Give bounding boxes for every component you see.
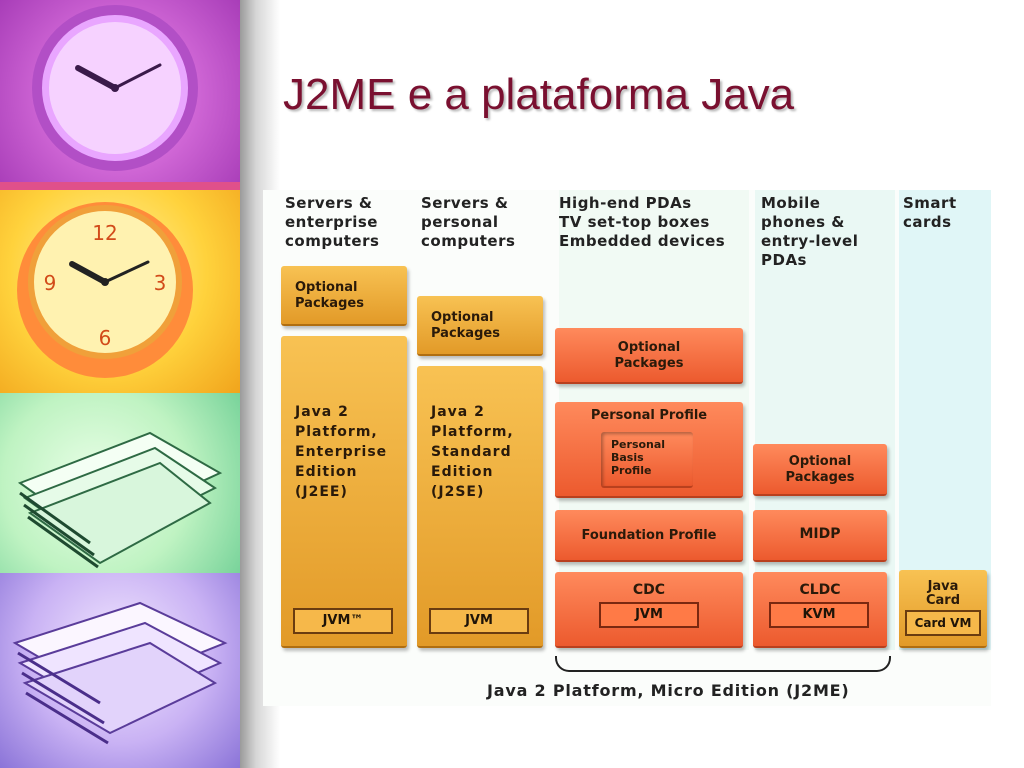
java-card-block: Java Card Card VM — [899, 570, 987, 648]
optional-packages-label: Optional Packages — [431, 310, 500, 341]
kvm-box: KVM — [769, 602, 869, 628]
papers-image-green — [0, 393, 240, 573]
j2me-brace — [555, 656, 891, 672]
jvm-box: JVM — [599, 602, 699, 628]
java-platform-diagram: Servers & enterprise computers Servers &… — [263, 190, 991, 706]
decorative-image-strip: 12 3 6 9 — [0, 0, 240, 768]
card-vm-box: Card VM — [905, 610, 981, 636]
personal-basis-profile-block: Personal Basis Profile — [601, 432, 693, 488]
header-high-end-pdas: High-end PDAs TV set-top boxes Embedded … — [559, 194, 726, 250]
optional-packages-cdc: Optional Packages — [555, 328, 743, 384]
j2se-block: Java 2 Platform, Standard Edition (J2SE)… — [417, 366, 543, 648]
j2se-label: Java 2 Platform, Standard Edition (J2SE) — [431, 404, 514, 500]
optional-packages-label: Optional Packages — [785, 454, 855, 485]
cldc-block: CLDC KVM — [753, 572, 887, 648]
j2me-caption: Java 2 Platform, Micro Edition (J2ME) — [487, 681, 850, 700]
papers-image-purple — [0, 573, 240, 768]
header-enterprise-servers: Servers & enterprise computers — [285, 194, 380, 250]
personal-profile-label: Personal Profile — [590, 408, 708, 423]
optional-packages-j2ee: Optional Packages — [281, 266, 407, 326]
optional-packages-j2se: Optional Packages — [417, 296, 543, 356]
cdc-block: CDC JVM — [555, 572, 743, 648]
optional-packages-cldc: Optional Packages — [753, 444, 887, 496]
jvm-tm-box: JVM™ — [293, 608, 393, 634]
svg-text:9: 9 — [44, 271, 57, 295]
midp-label: MIDP — [799, 526, 841, 542]
foundation-profile-label: Foundation Profile — [581, 528, 717, 543]
clock-image-purple — [0, 0, 240, 190]
personal-basis-profile-label: Personal Basis Profile — [611, 438, 666, 477]
svg-text:6: 6 — [99, 326, 112, 350]
svg-text:12: 12 — [92, 221, 117, 245]
personal-profile-block: Personal Profile Personal Basis Profile — [555, 402, 743, 498]
header-personal-computers: Servers & personal computers — [421, 194, 516, 250]
foundation-profile-block: Foundation Profile — [555, 510, 743, 562]
java-card-label: Java Card — [925, 579, 961, 608]
j2ee-label: Java 2 Platform, Enterprise Edition (J2E… — [295, 404, 388, 500]
slide-title: J2ME e a plataforma Java — [283, 70, 795, 119]
clock-image-yellow: 12 3 6 9 — [0, 190, 240, 393]
header-mobile-phones: Mobile phones & entry-level PDAs — [761, 194, 859, 269]
midp-block: MIDP — [753, 510, 887, 562]
header-smart-cards: Smart cards — [903, 194, 957, 231]
jvm-box: JVM — [429, 608, 529, 634]
optional-packages-label: Optional Packages — [295, 280, 364, 311]
j2ee-block: Java 2 Platform, Enterprise Edition (J2E… — [281, 336, 407, 648]
svg-text:3: 3 — [154, 271, 167, 295]
optional-packages-label: Optional Packages — [614, 340, 684, 371]
cdc-label: CDC — [632, 582, 666, 598]
cldc-label: CLDC — [799, 582, 841, 598]
